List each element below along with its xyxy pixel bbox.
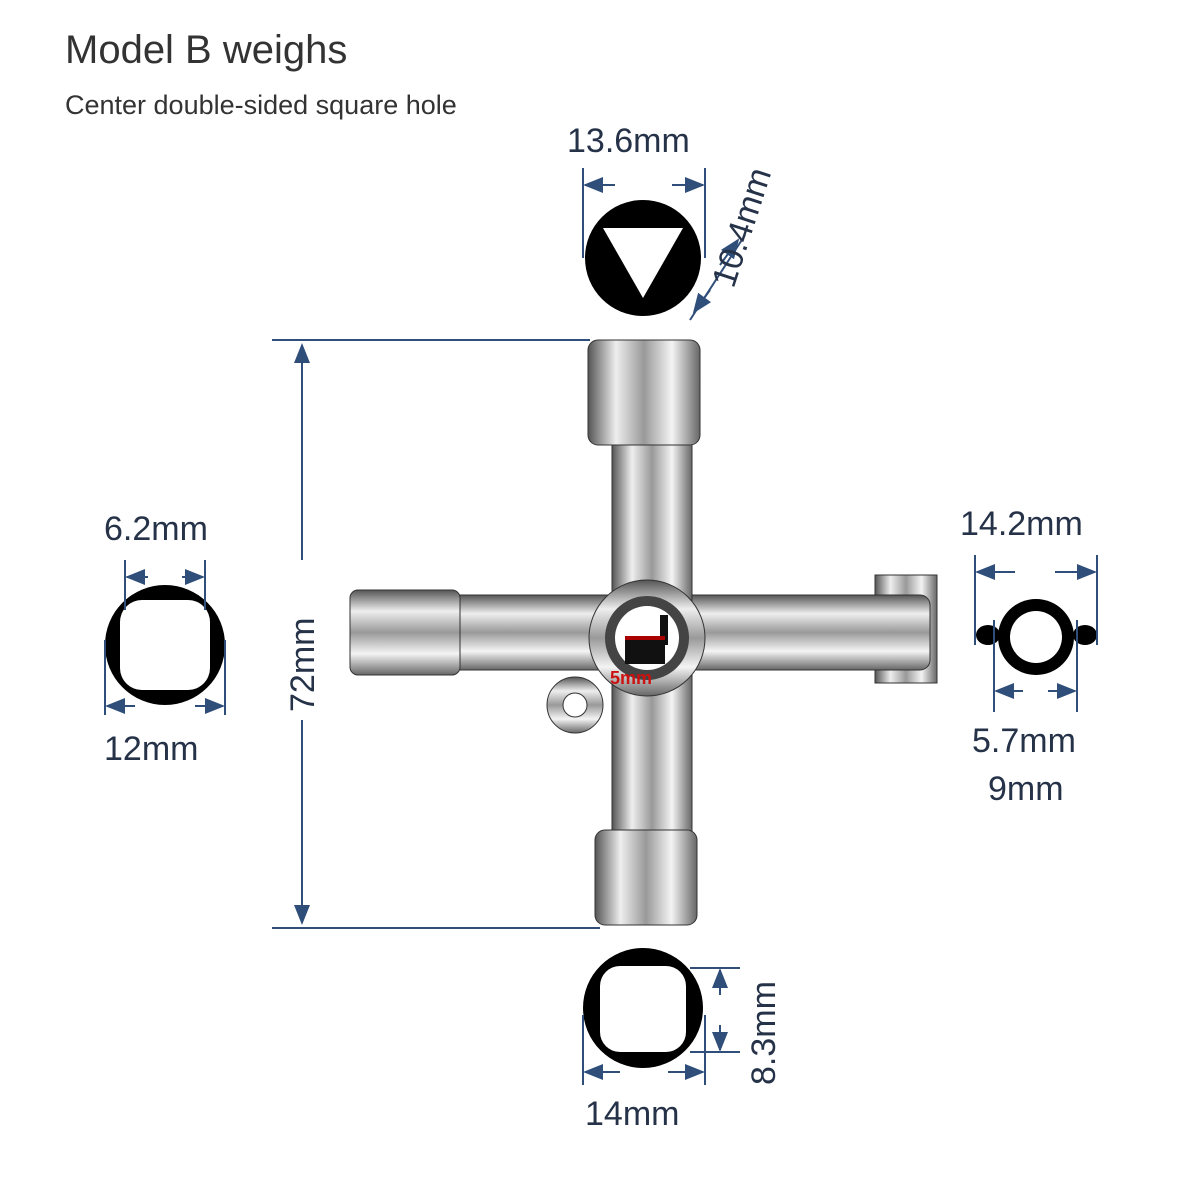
title: Model B weighs — [65, 28, 348, 72]
triangle-profile — [582, 168, 746, 321]
round-outer-label: 14.2mm — [960, 505, 1083, 543]
small-square-inner-label: 6.2mm — [104, 510, 208, 548]
small-square-outer-label: 12mm — [104, 730, 199, 768]
large-square-height-label: 8.3mm — [745, 981, 783, 1085]
cross-key-image — [349, 339, 938, 926]
length-dimension — [272, 339, 600, 929]
large-square-width-label: 14mm — [585, 1095, 680, 1133]
triangle-width-label: 13.6mm — [567, 122, 690, 160]
subtitle: Center double-sided square hole — [65, 90, 457, 120]
center-hole-label: 5mm — [610, 668, 653, 688]
round-mid-label: 9mm — [988, 770, 1064, 808]
round-inner-label: 5.7mm — [972, 722, 1076, 760]
